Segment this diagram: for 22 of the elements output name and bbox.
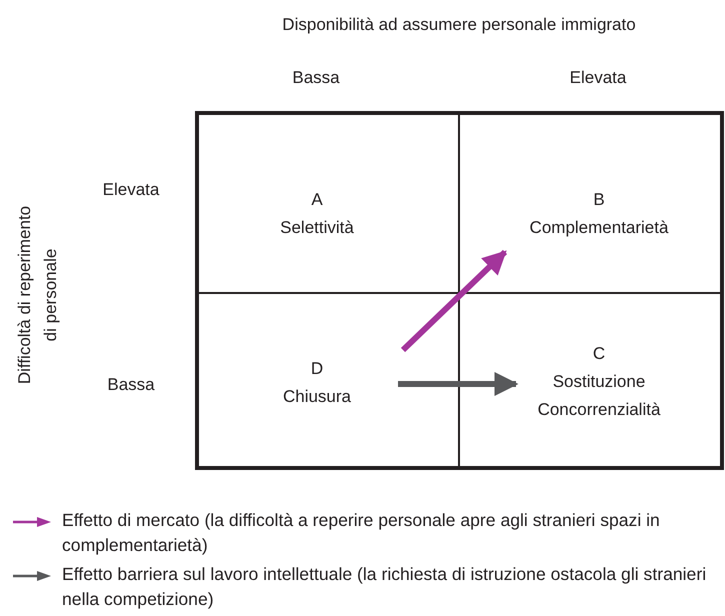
quadrant-label: Selettività [279, 217, 355, 239]
quadrant-cell [197, 293, 459, 468]
row-label: Bassa [107, 375, 155, 395]
quadrant-label: Concorrenzialità [536, 399, 662, 421]
legend-text: Effetto barriera sul lavoro intellettuale (la richiesta di istruzione ostacola gli stranieri nella competizione) [62, 563, 708, 611]
quadrant-letter: D [310, 358, 324, 380]
quadrant-letter: B [592, 189, 606, 211]
column-label: Bassa [292, 68, 340, 88]
quadrant-label: Chiusura [282, 386, 352, 408]
arrow [398, 372, 518, 396]
legend-text: Effetto di mercato (la difficoltà a reperire personale apre agli stranieri spazi in complementarietà) [62, 509, 661, 557]
axis-title: Difficoltà di reperimento di personale [14, 204, 61, 386]
axis-title: Disponibilità ad assumere personale immigrato [282, 15, 636, 35]
quadrant-cell [459, 293, 722, 468]
quadrant-letter: C [592, 343, 606, 365]
quadrant-label: Sostituzione [552, 371, 646, 393]
quadrant-letter: A [310, 189, 324, 211]
quadrant-cell [459, 113, 722, 293]
column-label: Elevata [570, 68, 626, 88]
quadrant-cell [197, 113, 459, 293]
row-label: Elevata [102, 180, 160, 200]
quadrant-label: Complementarietà [528, 217, 670, 239]
